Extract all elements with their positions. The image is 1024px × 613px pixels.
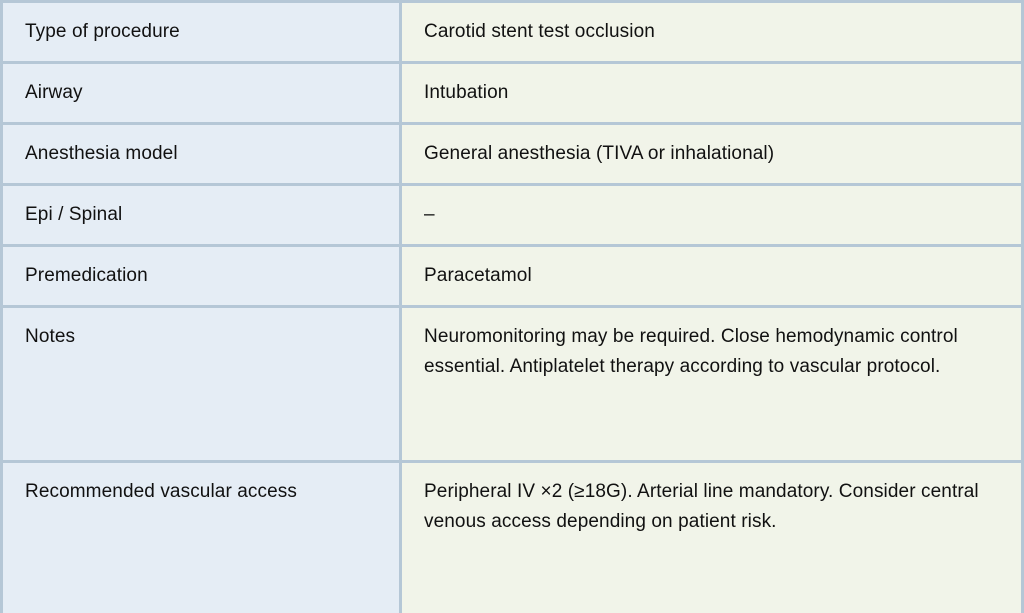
row-label: Premedication [0,244,402,308]
row-label: Recommended vascular access [0,460,402,613]
table-row: Premedication Paracetamol [0,244,1024,308]
row-label: Notes [0,305,402,463]
row-value: Carotid stent test occlusion [399,0,1024,64]
row-value: Paracetamol [399,244,1024,308]
row-label: Anesthesia model [0,122,402,186]
row-value: Peripheral IV ×2 (≥18G). Arterial line m… [399,460,1024,613]
table-row: Airway Intubation [0,61,1024,125]
row-label: Epi / Spinal [0,183,402,247]
row-value: Neuromonitoring may be required. Close h… [399,305,1024,463]
table-row: Notes Neuromonitoring may be required. C… [0,305,1024,463]
row-value: Intubation [399,61,1024,125]
row-value: General anesthesia (TIVA or inhalational… [399,122,1024,186]
row-label: Type of procedure [0,0,402,64]
table-row: Recommended vascular access Peripheral I… [0,460,1024,613]
table-row: Epi / Spinal – [0,183,1024,247]
row-label: Airway [0,61,402,125]
row-value: – [399,183,1024,247]
table-row: Type of procedure Carotid stent test occ… [0,0,1024,64]
table-row: Anesthesia model General anesthesia (TIV… [0,122,1024,186]
